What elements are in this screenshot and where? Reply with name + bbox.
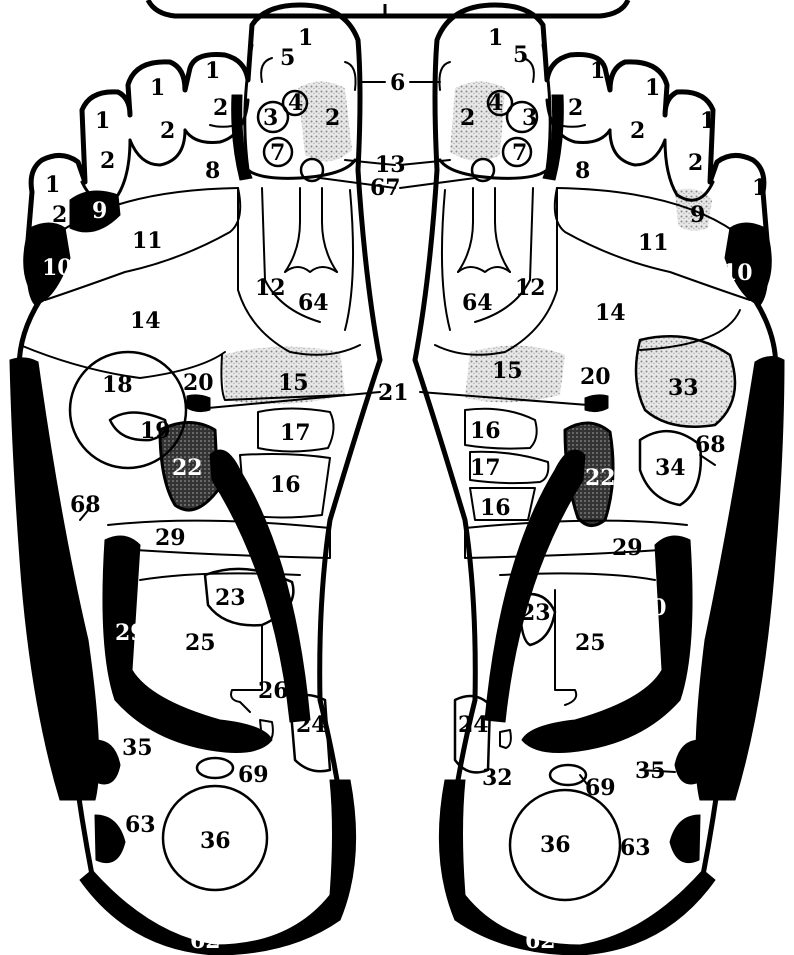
label-1: 1: [590, 58, 605, 84]
label-67: 67: [370, 175, 401, 201]
label-7: 7: [512, 140, 527, 166]
top-frame: [148, 0, 628, 16]
label-3: 3: [263, 105, 278, 131]
label-1: 1: [488, 25, 503, 51]
label-1: 1: [645, 75, 660, 101]
label-29: 29: [115, 620, 146, 646]
label-34: 34: [655, 455, 686, 481]
label-4: 4: [488, 90, 503, 116]
label-11: 11: [132, 228, 163, 254]
label-36: 36: [200, 828, 231, 854]
label-1: 1: [45, 172, 60, 198]
label-24: 24: [296, 712, 327, 738]
label-36: 36: [540, 832, 571, 858]
label-3: 3: [522, 105, 537, 131]
label-1: 1: [700, 108, 715, 134]
label-63: 63: [125, 812, 156, 838]
label-63: 63: [620, 835, 651, 861]
label-22: 22: [172, 455, 203, 481]
label-9: 9: [690, 202, 705, 228]
label-20: 20: [183, 370, 214, 396]
label-26: 26: [258, 678, 289, 704]
label-29: 29: [155, 525, 186, 551]
label-15: 15: [278, 370, 309, 396]
label-5: 5: [280, 45, 295, 71]
label-25: 25: [185, 630, 216, 656]
label-62: 62: [525, 928, 556, 954]
label-69: 69: [238, 762, 269, 788]
label-18: 18: [102, 372, 133, 398]
label-23: 23: [215, 585, 246, 611]
label-21: 21: [378, 380, 409, 406]
label-1: 1: [150, 75, 165, 101]
label-69: 69: [585, 775, 616, 801]
label-14: 14: [595, 300, 626, 326]
label-35: 35: [635, 758, 666, 784]
label-1: 1: [95, 108, 110, 134]
label-64: 64: [298, 290, 329, 316]
label-2: 2: [688, 150, 703, 176]
label-1: 1: [205, 58, 220, 84]
label-2: 2: [160, 118, 175, 144]
label-16: 16: [480, 495, 511, 521]
center-labels: 6 13 67 21: [370, 70, 409, 406]
label-35: 35: [122, 735, 153, 761]
label-17: 17: [280, 420, 311, 446]
label-2: 2: [100, 148, 115, 174]
label-5: 5: [513, 42, 528, 68]
label-2: 2: [52, 202, 67, 228]
label-4: 4: [288, 90, 303, 116]
label-2: 2: [460, 105, 475, 131]
label-16: 16: [470, 418, 501, 444]
label-10: 10: [42, 255, 73, 281]
label-32: 32: [482, 765, 513, 791]
label-1: 1: [298, 25, 313, 51]
label-68: 68: [695, 432, 726, 458]
label-6: 6: [390, 70, 405, 96]
label-24: 24: [458, 712, 489, 738]
label-64: 64: [462, 290, 493, 316]
label-2: 2: [325, 105, 340, 131]
label-9: 9: [92, 198, 107, 224]
label-15: 15: [492, 358, 523, 384]
label-25: 25: [575, 630, 606, 656]
label-8: 8: [575, 158, 590, 184]
label-7: 7: [270, 140, 285, 166]
label-30: 30: [636, 595, 667, 621]
label-2: 2: [745, 220, 760, 246]
label-20: 20: [580, 364, 611, 390]
label-11: 11: [638, 230, 669, 256]
label-2: 2: [630, 118, 645, 144]
label-1: 1: [752, 175, 767, 201]
label-12: 12: [515, 275, 546, 301]
label-2: 2: [213, 95, 228, 121]
label-68: 68: [70, 492, 101, 518]
label-10: 10: [722, 260, 753, 286]
right-foot-labels: 1 5 2 4 3 7 1 2 1 2 1 2 1 2 2 8 9 10 11 …: [458, 25, 767, 954]
label-17: 17: [470, 455, 501, 481]
label-14: 14: [130, 308, 161, 334]
label-19: 19: [140, 418, 171, 444]
label-22: 22: [585, 465, 616, 491]
label-23: 23: [520, 600, 551, 626]
label-12: 12: [255, 275, 286, 301]
label-33: 33: [668, 375, 699, 401]
label-29: 29: [612, 535, 643, 561]
label-62: 62: [190, 928, 221, 954]
label-8: 8: [205, 158, 220, 184]
label-16: 16: [270, 472, 301, 498]
